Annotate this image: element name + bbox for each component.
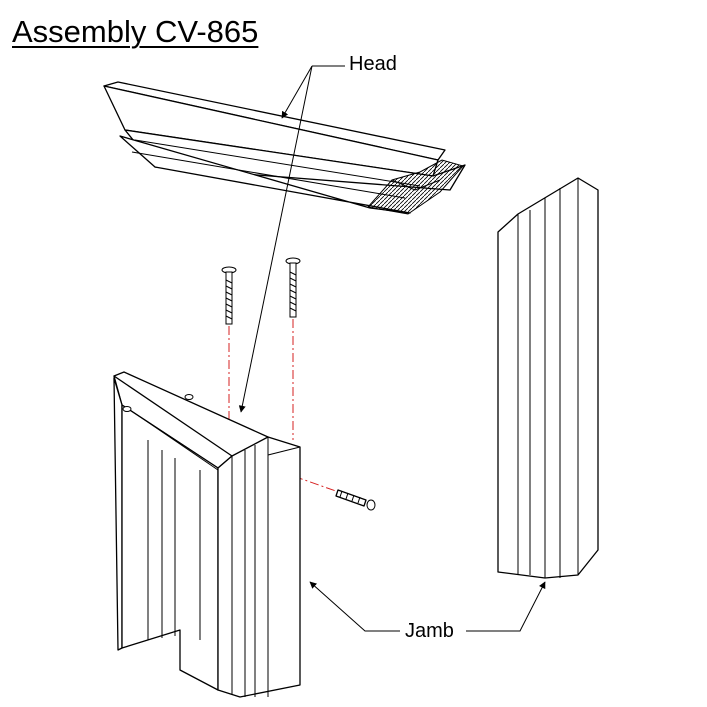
- right-jamb: [497, 177, 599, 579]
- screw-horizontal: [335, 489, 376, 511]
- head-piece: [103, 81, 466, 215]
- jamb-leader-right: [466, 581, 546, 632]
- assembly-title: Assembly CV-865: [12, 14, 259, 49]
- left-corner-assembly: [113, 371, 301, 698]
- screw-left: [221, 266, 237, 325]
- screw-right: [285, 257, 301, 318]
- head-leader-arrow-2: [238, 65, 313, 413]
- centerline-horizontal: [261, 464, 351, 497]
- head-leader-arrow-1: [281, 65, 313, 119]
- jamb-callout-label: Jamb: [405, 620, 454, 642]
- jamb-leader-left: [309, 581, 400, 632]
- head-callout-label: Head: [349, 53, 397, 75]
